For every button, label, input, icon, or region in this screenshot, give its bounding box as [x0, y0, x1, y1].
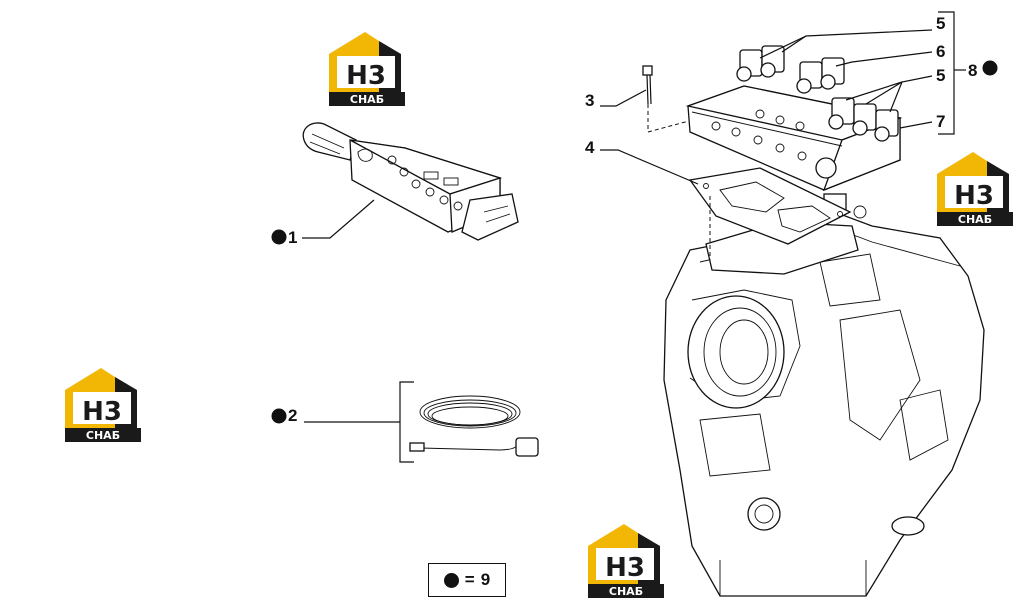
callout-3: 3 [585, 91, 594, 110]
joystick-control-unit [271, 122, 519, 245]
callout-2: 2 [288, 406, 297, 425]
valve-block-assembly [685, 11, 998, 192]
legend-box: = 9 [428, 563, 506, 597]
legend-value: 9 [480, 570, 491, 589]
watermark-mark: H3 [346, 61, 386, 91]
watermark-word: СНАБ [350, 93, 384, 106]
callout-8: 8 [968, 61, 977, 80]
cable-kit [271, 381, 539, 463]
watermark-word: СНАБ [86, 429, 120, 442]
gasket [600, 149, 852, 245]
solenoid-valve-middle [796, 57, 845, 94]
callout-5-top: 5 [936, 14, 945, 33]
watermark-logo-top: H3 СНАБ [329, 32, 405, 106]
watermark-mark: H3 [82, 397, 122, 427]
callout-5-lower: 5 [936, 66, 945, 85]
transmission-housing [663, 193, 985, 597]
solenoid-valve-left [736, 45, 785, 82]
watermark-word: СНАБ [958, 213, 992, 226]
watermark-word: СНАБ [609, 585, 643, 598]
solenoid-valve-right [828, 97, 899, 142]
callout-7: 7 [936, 112, 945, 131]
watermark-logo-bottom: H3 СНАБ [588, 524, 664, 598]
watermark-logo-left: H3 СНАБ [65, 368, 141, 442]
watermark-mark: H3 [954, 181, 994, 211]
callout-4: 4 [585, 138, 595, 157]
legend-equals: = [464, 570, 475, 589]
callout-6: 6 [936, 42, 945, 61]
watermark-mark: H3 [605, 553, 645, 583]
bolt [600, 65, 711, 262]
watermark-logo-right: H3 СНАБ [937, 152, 1013, 226]
callout-1: 1 [288, 228, 297, 247]
legend-dot-icon [443, 572, 459, 588]
